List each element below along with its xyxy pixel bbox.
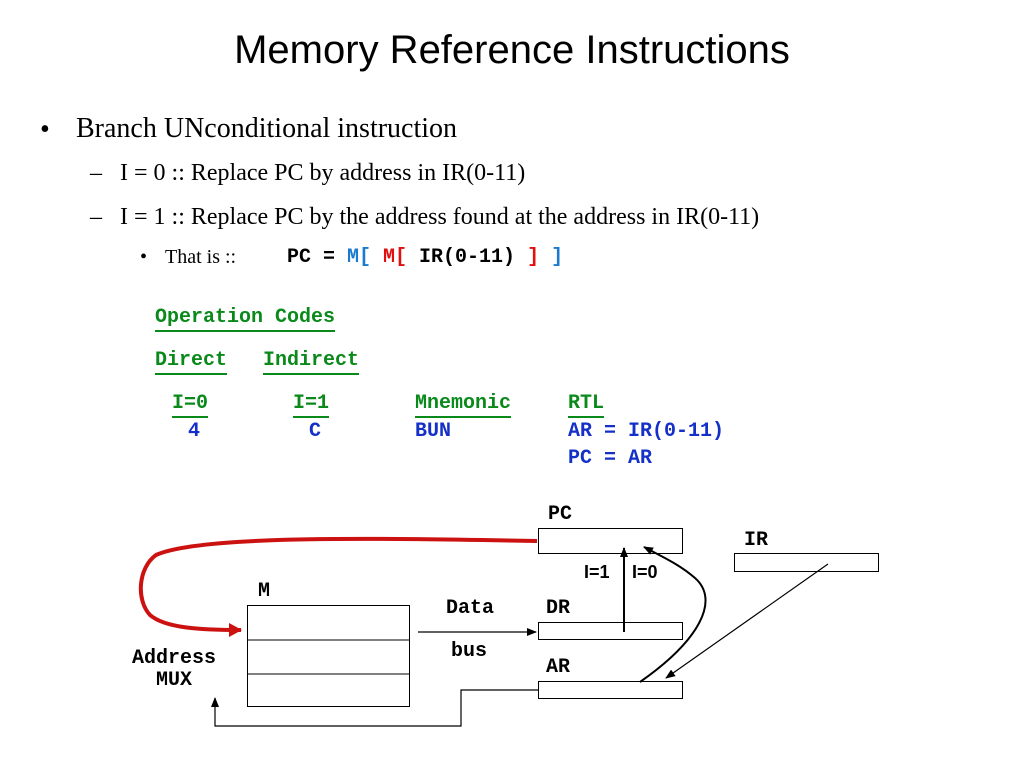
mnemonic-header: Mnemonic	[415, 392, 512, 418]
ar-to-mux-line	[211, 689, 538, 727]
dr-register	[538, 622, 683, 640]
rtl-line-2: PC = AR	[568, 447, 653, 470]
ir-register	[734, 553, 879, 572]
sub-bullet-i0-text: I = 0 :: Replace PC by address in IR(0-1…	[120, 160, 526, 186]
expr-outer-close: ]	[551, 246, 564, 269]
indirect-opcode-value: C	[309, 420, 322, 443]
m-label: M	[258, 580, 271, 603]
sub-bullet-i1-marker: –	[90, 204, 102, 230]
i1-label: I=1	[584, 562, 610, 582]
memory-block	[247, 605, 410, 707]
ar-to-pc-curve	[639, 546, 707, 683]
pc-register	[538, 528, 683, 554]
bullet-branch-marker: •	[40, 114, 50, 145]
direct-opcode-value: 4	[188, 420, 201, 443]
i0-label: I=0	[632, 562, 658, 582]
bullet-branch-text: Branch UNconditional instruction	[76, 113, 458, 144]
i0-header: I=0	[172, 392, 209, 418]
sub-bullet-i1-text: I = 1 :: Replace PC by the address found…	[120, 204, 760, 230]
mux-label: MUX	[155, 669, 192, 692]
address-label: Address	[131, 647, 216, 670]
pc-label: PC	[548, 503, 573, 526]
bus-label: bus	[451, 640, 488, 663]
indirect-header: Indirect	[263, 349, 360, 375]
data-label: Data	[446, 597, 495, 620]
operation-codes-header: Operation Codes	[155, 306, 336, 332]
expr-inner-m-open: M[	[383, 246, 420, 269]
expr-inner-close: ]	[527, 246, 552, 269]
indirect-expression: PC = M[ M[ IR(0-11) ] ]	[287, 246, 563, 269]
pc-to-memory-red-arrow	[138, 536, 538, 637]
that-is-text: That is ::	[165, 246, 237, 268]
third-bullet-marker: •	[140, 246, 148, 268]
rtl-header: RTL	[568, 392, 605, 418]
direct-header: Direct	[155, 349, 228, 375]
mnemonic-value: BUN	[415, 420, 452, 443]
ar-register	[538, 681, 683, 699]
rtl-line-1: AR = IR(0-11)	[568, 420, 725, 443]
page-title: Memory Reference Instructions	[234, 28, 790, 72]
expr-outer-m-open: M[	[347, 246, 384, 269]
address-mux-label: Address MUX	[112, 648, 236, 692]
sub-bullet-i0-marker: –	[90, 160, 102, 186]
dr-label: DR	[546, 597, 571, 620]
ir-to-ar-arrow	[665, 563, 829, 679]
expr-ir: IR(0-11)	[419, 246, 528, 269]
i1-header: I=1	[293, 392, 330, 418]
expr-pc-equals: PC =	[287, 246, 348, 269]
ir-label: IR	[744, 529, 769, 552]
ar-label: AR	[546, 656, 571, 679]
